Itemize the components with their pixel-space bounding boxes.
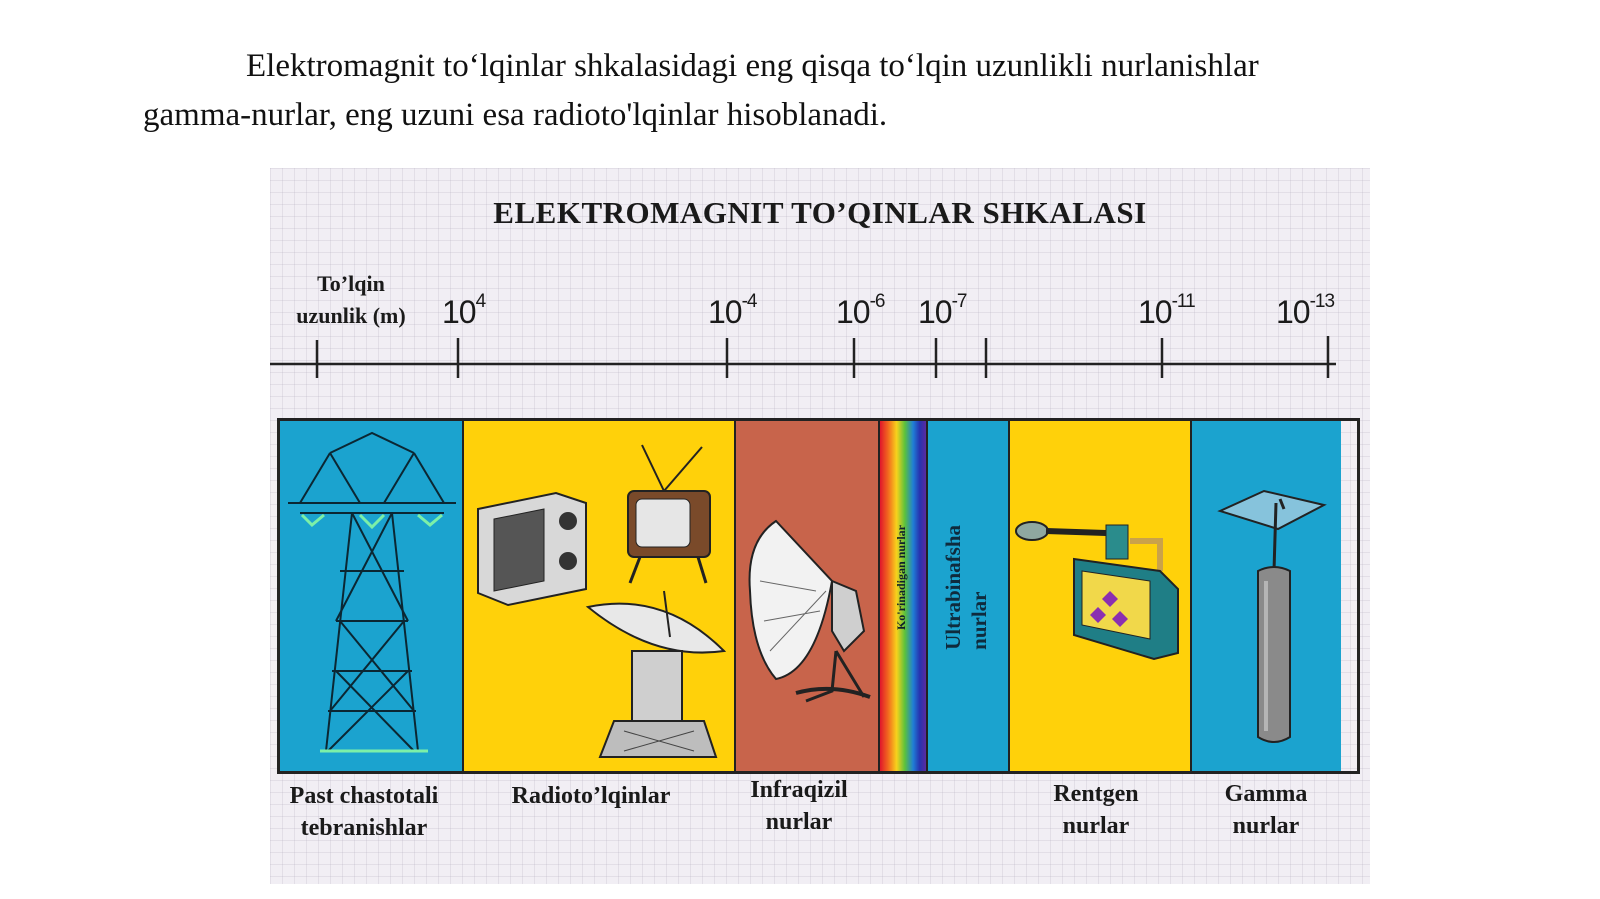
tick-label-1e-4: 10-4: [708, 291, 757, 330]
tick-label-1e-7: 10-7: [918, 291, 967, 330]
axis-label-line-1: To’lqin: [317, 271, 385, 296]
radio-devices-icon: [477, 444, 727, 758]
wavelength-axis: [270, 336, 1336, 378]
heat-lamp-icon: [748, 519, 871, 703]
satellite-dish-icon: [585, 590, 727, 758]
radio-receiver-icon: [477, 491, 587, 607]
tick-label-1e-11: 10-11: [1138, 291, 1196, 330]
band-xray: [1010, 421, 1192, 771]
diagram-title: ELEKTROMAGNIT TO’QINLAR SHKALASI: [493, 195, 1147, 230]
label-radio: Radioto’lqinlar: [511, 783, 671, 809]
band-visible: Ko'rinadigan nurlar: [880, 421, 928, 771]
gamma-source-icon: [1217, 489, 1327, 743]
tick-label-1e-13: 10-13: [1276, 291, 1335, 330]
intro-line-2: gamma-nurlar, eng uzuni esa radioto'lqin…: [143, 97, 888, 133]
em-spectrum-diagram: ELEKTROMAGNIT TO’QINLAR SHKALASI To’lqin…: [270, 168, 1370, 884]
visible-light-label: Ko'rinadigan nurlar: [894, 525, 908, 631]
intro-line-1: Elektromagnit to‘lqinlar shkalasidagi en…: [246, 48, 1259, 84]
band-infrared: [736, 421, 880, 771]
power-tower-icon: [288, 431, 456, 753]
band-radio: [464, 421, 736, 771]
axis-label-line-2: uzunlik (m): [296, 303, 406, 328]
tick-label-1e4: 104: [442, 291, 486, 330]
intro-paragraph: Elektromagnit to‘lqinlar shkalasidagi en…: [143, 42, 1483, 140]
band-low-frequency: [280, 421, 464, 771]
xray-machine-icon: [1015, 521, 1179, 661]
axis-label: To’lqin uzunlik (m): [276, 268, 426, 332]
band-gamma: [1192, 421, 1341, 771]
television-icon: [627, 444, 711, 584]
tick-label-1e-6: 10-6: [836, 291, 885, 330]
